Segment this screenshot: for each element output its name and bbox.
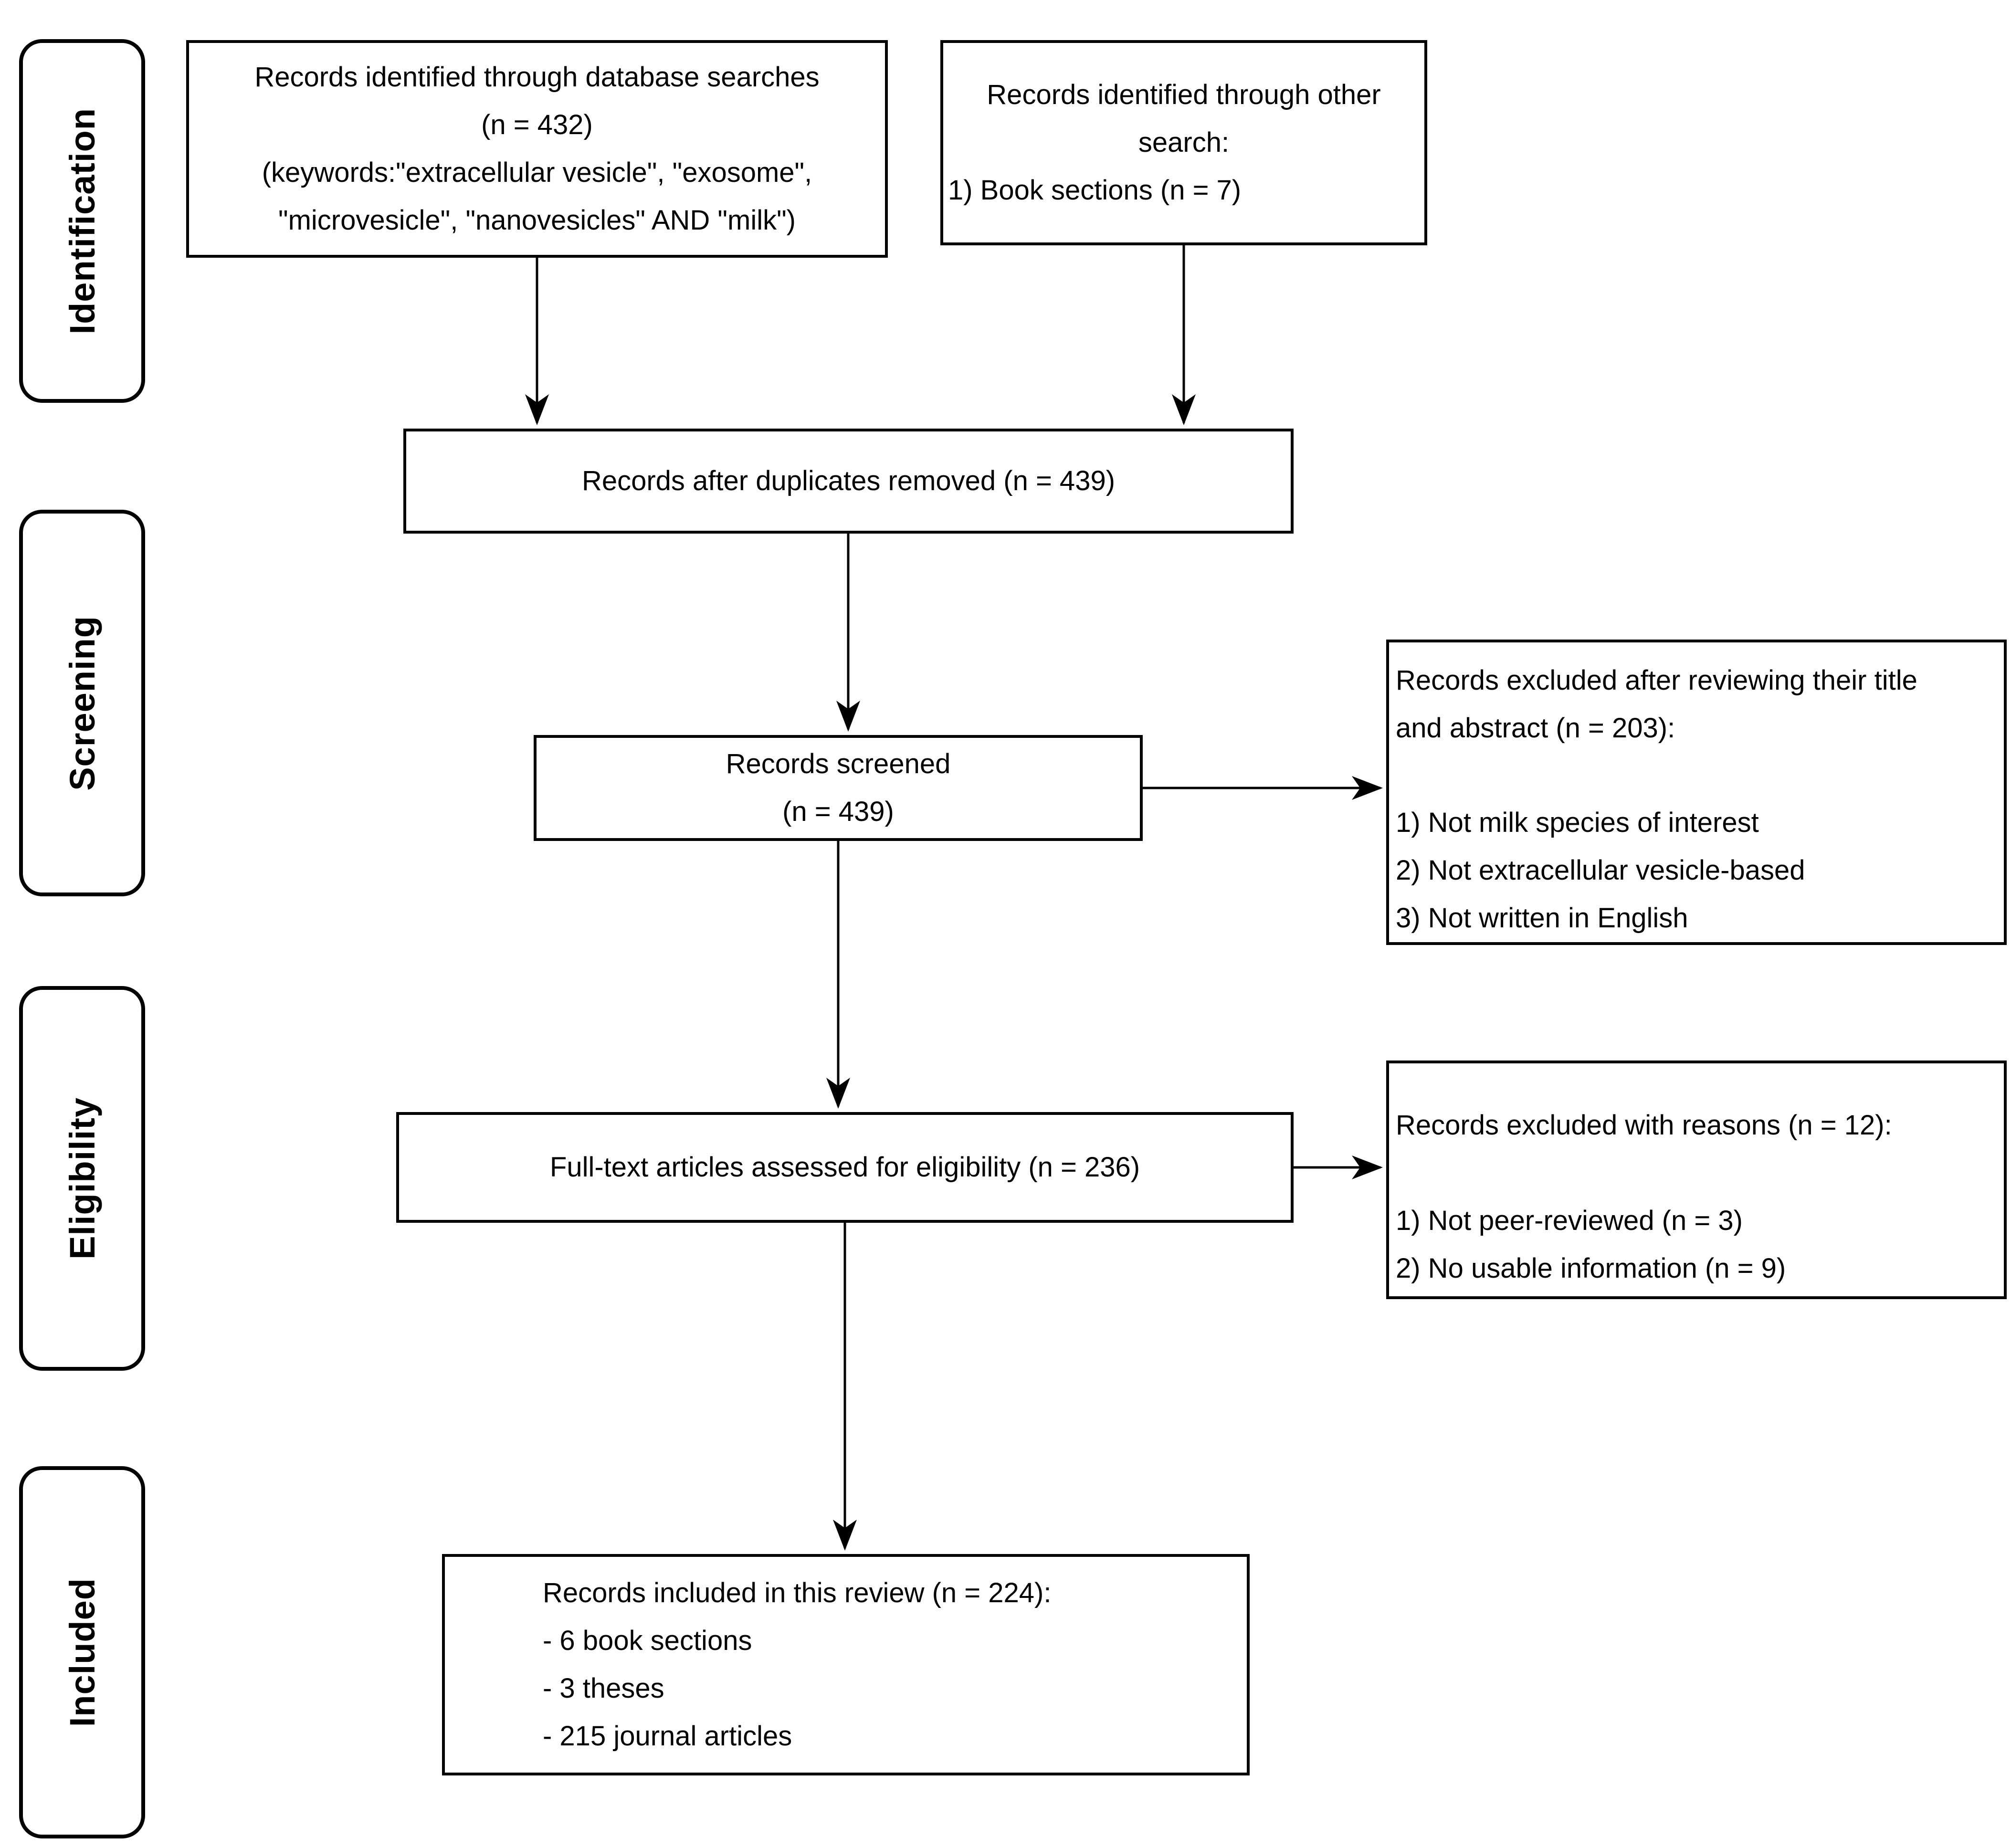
stage-identification-label: Identification [62,107,102,335]
box-other-search-records: Records identified through other search:… [940,40,1427,245]
included-records-item-1: - 6 book sections [543,1625,752,1656]
box-fulltext-assessed: Full-text articles assessed for eligibil… [396,1112,1294,1223]
stage-screening: Screening [19,510,145,896]
stage-identification: Identification [19,39,145,403]
fulltext-assessed-text: Full-text articles assessed for eligibil… [549,1152,1140,1183]
excluded-1-reason-3: 3) Not written in English [1396,903,1688,934]
records-screened-count: (n = 439) [782,796,894,827]
box-records-screened: Records screened (n = 439) [534,735,1143,841]
box-database-search-records: Records identified through database sear… [186,40,888,258]
database-search-line: Records identified through database sear… [254,62,820,93]
included-records-item-2: - 3 theses [543,1673,664,1704]
stage-eligibility-label: Eligibility [62,1097,102,1260]
included-records-item-3: - 215 journal articles [543,1721,792,1752]
database-search-keywords-1: (keywords:"extracellular vesicle", "exos… [262,157,812,188]
included-records-title: Records included in this review (n = 224… [543,1577,1052,1608]
database-search-keywords-2: "microvesicle", "nanovesicles" AND "milk… [278,205,796,236]
excluded-2-title: Records excluded with reasons (n = 12): [1396,1110,1892,1141]
other-search-item-book-sections: 1) Book sections (n = 7) [948,175,1242,206]
duplicates-removed-text: Records after duplicates removed (n = 43… [581,465,1116,496]
stage-eligibility: Eligibility [19,986,145,1371]
database-search-count: (n = 432) [481,109,593,140]
stage-included: Included [19,1466,145,1838]
box-excluded-with-reasons: Records excluded with reasons (n = 12): … [1386,1060,2007,1299]
stage-included-label: Included [62,1577,102,1727]
other-search-title-1: Records identified through other [987,79,1381,110]
excluded-1-reason-2: 2) Not extracellular vesicle-based [1396,855,1805,886]
excluded-2-reason-2: 2) No usable information (n = 9) [1396,1253,1786,1284]
box-excluded-title-abstract: Records excluded after reviewing their t… [1386,640,2007,945]
records-screened-text: Records screened [726,748,951,779]
excluded-1-title-1: Records excluded after reviewing their t… [1396,665,1917,696]
excluded-1-reason-1: 1) Not milk species of interest [1396,807,1759,838]
box-included-records: Records included in this review (n = 224… [442,1554,1250,1775]
other-search-title-2: search: [1138,127,1230,158]
box-duplicates-removed: Records after duplicates removed (n = 43… [403,429,1294,534]
excluded-2-reason-1: 1) Not peer-reviewed (n = 3) [1396,1205,1743,1236]
stage-screening-label: Screening [62,615,102,791]
excluded-1-title-2: and abstract (n = 203): [1396,713,1675,744]
